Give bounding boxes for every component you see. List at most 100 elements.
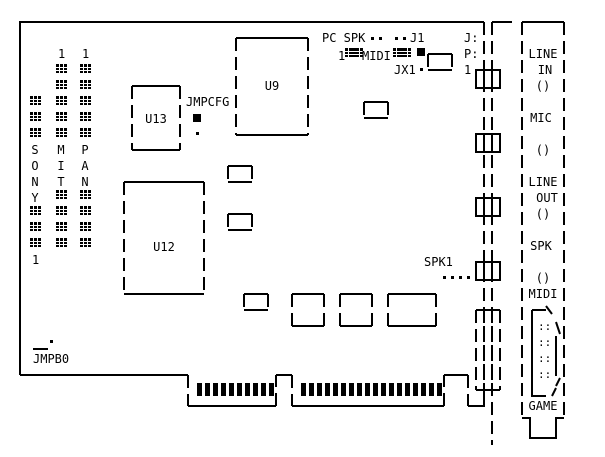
edge-finger bbox=[405, 383, 410, 396]
edge-finger bbox=[381, 383, 386, 396]
pin-header-pin-icon bbox=[80, 238, 91, 247]
port-line-out-label-1: LINE bbox=[529, 175, 558, 189]
cdrom-header-sony-letter: N bbox=[31, 175, 38, 189]
jmpcfg-pin1 bbox=[193, 114, 201, 122]
edge-finger bbox=[253, 383, 258, 396]
edge-finger bbox=[333, 383, 338, 396]
pin-header-pin-icon bbox=[30, 222, 41, 231]
rear-jack-block bbox=[475, 261, 501, 281]
edge-finger bbox=[229, 383, 234, 396]
game-port-dsub: :: :: :: :: bbox=[531, 305, 561, 397]
cdrom-header-mitsumi-letter: T bbox=[57, 175, 64, 189]
edge-finger bbox=[325, 383, 330, 396]
cdrom-header-mitsumi-pin1: 1 bbox=[58, 47, 65, 61]
small-components bbox=[227, 53, 453, 327]
edge-finger bbox=[357, 383, 362, 396]
pin-header-pin-icon bbox=[80, 64, 91, 73]
rear-connector-blocks bbox=[475, 69, 501, 391]
rear-jack-block bbox=[475, 197, 501, 217]
ic-u9: U9 bbox=[235, 37, 309, 136]
midi-header: 1 MIDI bbox=[338, 48, 425, 63]
jp-label-j: J: bbox=[464, 31, 478, 45]
pin-header-pin-icon bbox=[30, 112, 41, 121]
mounting-bracket bbox=[521, 21, 565, 439]
edge-finger bbox=[349, 383, 354, 396]
edge-finger bbox=[301, 383, 306, 396]
port-line-in-label-1: LINE bbox=[529, 47, 558, 61]
edge-finger bbox=[365, 383, 370, 396]
pin-header-pin-icon bbox=[80, 222, 91, 231]
edge-finger bbox=[245, 383, 250, 396]
pin-header-pin-icon bbox=[56, 64, 67, 73]
edge-finger bbox=[269, 383, 274, 396]
rear-jack-block bbox=[475, 133, 501, 153]
edge-finger bbox=[397, 383, 402, 396]
edge-finger bbox=[197, 383, 202, 396]
ic-u13: U13 bbox=[131, 85, 181, 151]
pin-header-pin-icon bbox=[56, 206, 67, 215]
port-spk-jack: () bbox=[536, 271, 550, 285]
edge-connector bbox=[197, 383, 442, 396]
cdrom-header-panasonic-letter: N bbox=[81, 175, 88, 189]
pin-header-pin-icon bbox=[80, 190, 91, 199]
cdrom-header-panasonic-letter: P bbox=[81, 143, 88, 157]
cdrom-header-sony-letter: S bbox=[31, 143, 38, 157]
j1-label: J1 bbox=[410, 31, 424, 45]
cdrom-header-panasonic-letter: A bbox=[81, 159, 89, 173]
cdrom-header-sony-pin1: 1 bbox=[32, 253, 39, 267]
ic-u9-label: U9 bbox=[265, 79, 279, 93]
midi-header-pins-icon bbox=[352, 48, 363, 57]
edge-finger bbox=[429, 383, 434, 396]
jmpcfg-pin2 bbox=[196, 132, 199, 135]
cdrom-header-mitsumi-letter: I bbox=[57, 159, 64, 173]
edge-finger bbox=[413, 383, 418, 396]
pin-header-pin-icon bbox=[56, 222, 67, 231]
ic-u12: U12 bbox=[123, 181, 205, 295]
cdrom-header-sony-letter: Y bbox=[31, 191, 39, 205]
midi-header-pins-icon bbox=[400, 48, 411, 57]
port-mic-jack: () bbox=[536, 143, 550, 157]
pin-header-pin-icon bbox=[80, 96, 91, 105]
jp-label-1: 1 bbox=[464, 63, 471, 77]
pc-speaker-header: PC SPK J1 bbox=[322, 31, 424, 45]
spk1-label: SPK1 bbox=[424, 255, 453, 269]
cdrom-header-sony-letter: O bbox=[31, 159, 38, 173]
midi-pin1-label: 1 bbox=[338, 49, 345, 63]
pin-header-pin-icon bbox=[80, 80, 91, 89]
ic-u13-label: U13 bbox=[145, 112, 167, 126]
edge-finger bbox=[309, 383, 314, 396]
pin-header-pin-icon bbox=[56, 238, 67, 247]
port-game-label: GAME bbox=[529, 399, 558, 413]
port-mic-label: MIC bbox=[530, 111, 552, 125]
cdrom-header-mitsumi-letter: M bbox=[57, 143, 64, 157]
dsub-row-3: :: bbox=[538, 352, 551, 365]
pin-header-pin-icon bbox=[30, 238, 41, 247]
dsub-row-1: :: bbox=[538, 320, 551, 333]
jp-label: J: P: 1 bbox=[464, 31, 478, 77]
pin-header-pin-icon bbox=[80, 112, 91, 121]
edge-finger bbox=[237, 383, 242, 396]
pin-header-pin-icon bbox=[56, 96, 67, 105]
jumper-jx1: JX1 bbox=[394, 63, 423, 77]
pc-spk-label: PC SPK bbox=[322, 31, 366, 45]
midi-jumper-block bbox=[417, 48, 425, 56]
jmpb0-label: JMPB0 bbox=[33, 352, 69, 366]
dsub-row-4: :: bbox=[538, 368, 551, 381]
port-spk-label: SPK bbox=[530, 239, 552, 253]
edge-finger bbox=[213, 383, 218, 396]
edge-finger bbox=[317, 383, 322, 396]
port-line-out-label-2: OUT bbox=[536, 191, 558, 205]
rear-game-port-block bbox=[475, 309, 501, 391]
pin-header-pin-icon bbox=[56, 190, 67, 199]
port-midi-label: MIDI bbox=[529, 287, 558, 301]
port-line-in-label-2: IN bbox=[538, 63, 552, 77]
cdrom-header-panasonic-pin1: 1 bbox=[82, 47, 89, 61]
bracket-rail bbox=[491, 21, 512, 445]
pin-header-pin-icon bbox=[56, 80, 67, 89]
edge-finger bbox=[421, 383, 426, 396]
